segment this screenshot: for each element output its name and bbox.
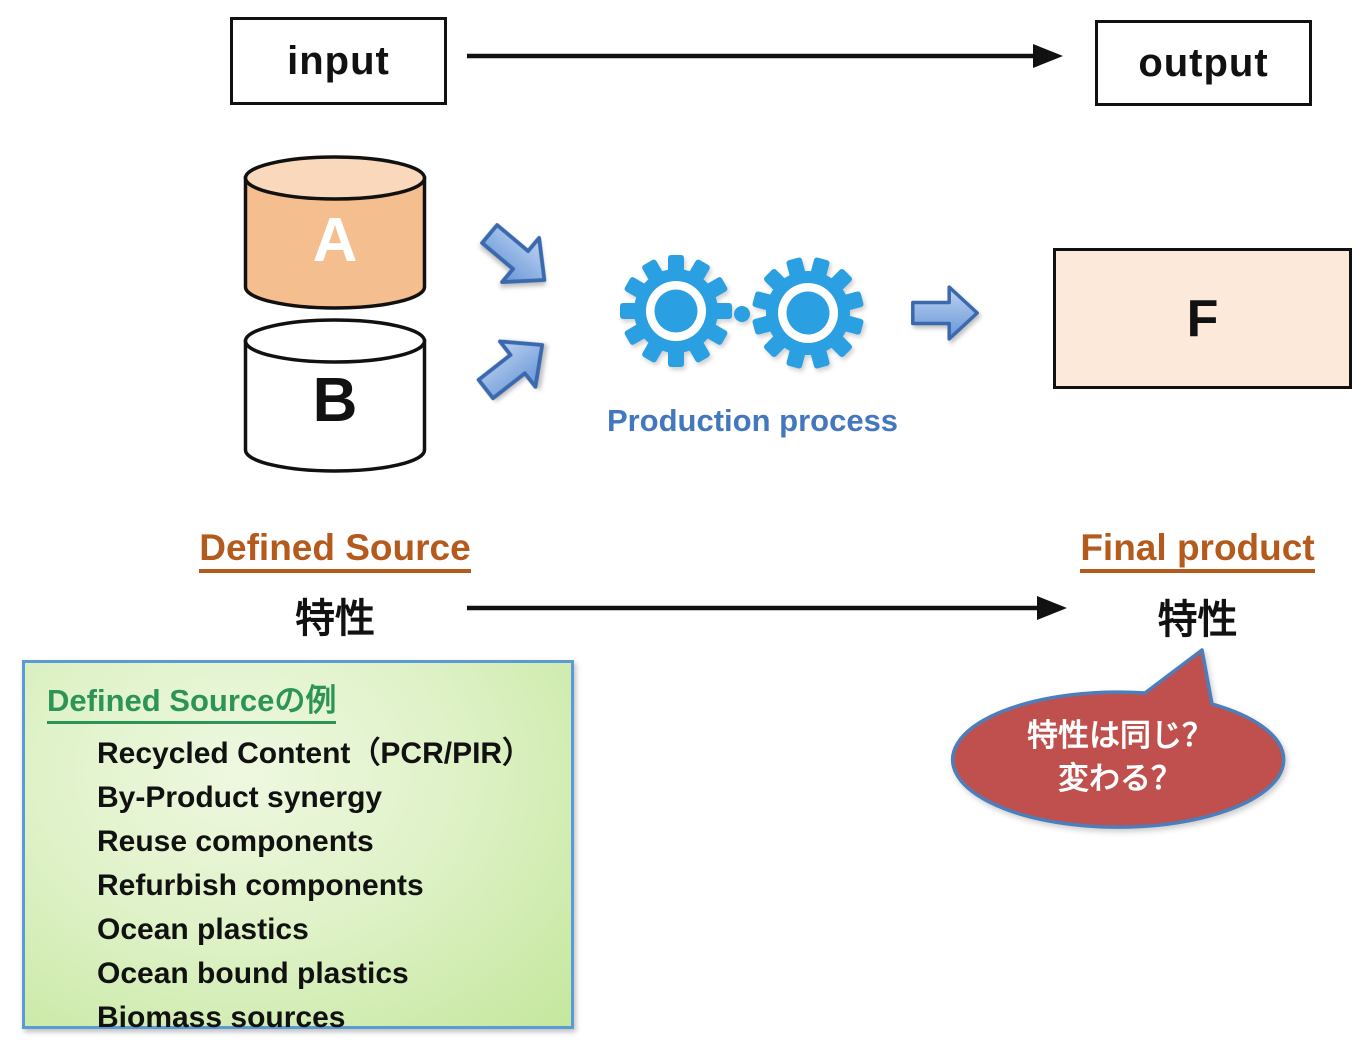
input-label: input [287, 38, 390, 83]
cylinder-b [243, 318, 427, 473]
final-product-property-label: 特性 [1157, 598, 1238, 642]
cylinder-b-label: B [312, 366, 358, 435]
flow-arrow-icon [467, 44, 1063, 68]
production-process-label: Production process [606, 403, 899, 438]
output-label: output [1138, 40, 1269, 85]
speech-bubble-text: 特性は同じ？ 変わる？ [975, 714, 1265, 800]
input-b-arrow-icon [476, 339, 545, 401]
final-product-heading: Final product [1000, 527, 1369, 573]
example-item: Ocean bound plastics [97, 957, 409, 990]
final-product-box: F [1053, 248, 1352, 389]
speech-bubble-line1: 特性は同じ？ [1027, 718, 1213, 753]
property-flow-arrow-icon [467, 596, 1067, 620]
cylinder-a [243, 155, 427, 310]
defined-source-examples-box: Defined Sourceの例 Recycled Content（PCR/PI… [22, 660, 574, 1034]
examples-box-title: Defined Sourceの例 [47, 675, 337, 724]
example-item: Refurbish components [97, 869, 424, 902]
speech-bubble [950, 648, 1286, 829]
input-a-arrow-icon [480, 223, 547, 284]
gears-icon [620, 255, 864, 369]
example-item: Recycled Content（PCR/PIR） [97, 737, 533, 770]
example-item: Reuse components [97, 825, 374, 858]
input-box: input [230, 17, 447, 105]
cylinder-a-label: A [312, 206, 358, 275]
final-product-box-label: F [1186, 289, 1219, 348]
defined-source-heading: Defined Source [140, 527, 530, 573]
speech-bubble-line2: 変わる？ [1058, 761, 1182, 796]
output-box: output [1095, 20, 1312, 106]
defined-source-property-label: 特性 [295, 597, 375, 641]
example-item: Biomass sources [97, 1001, 346, 1034]
process-output-arrow-icon [911, 285, 979, 341]
example-item: By-Product synergy [97, 781, 383, 814]
example-item: Ocean plastics [97, 913, 309, 946]
